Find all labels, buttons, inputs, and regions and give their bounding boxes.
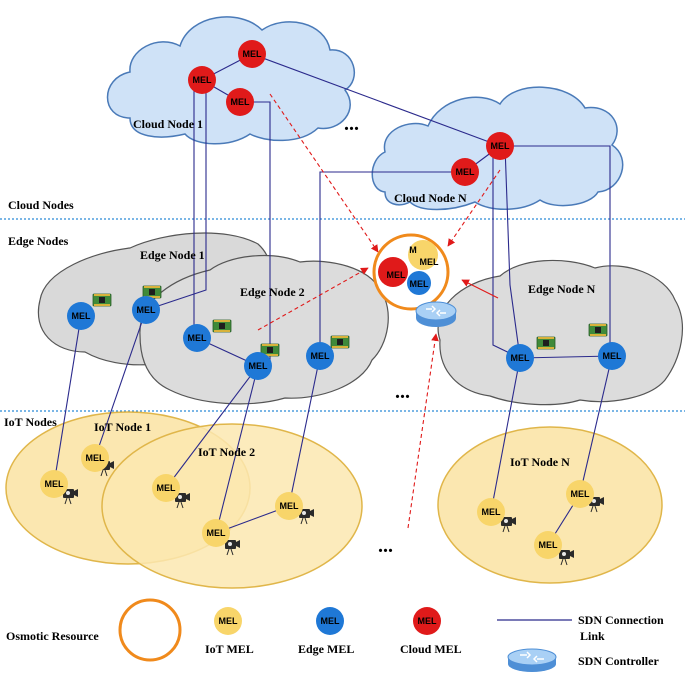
osmotic-partial-label: M: [409, 245, 417, 255]
edge-mel-circle: [598, 342, 626, 370]
edge-mel-circle: [244, 352, 272, 380]
osmotic-migration-arrows: [257, 93, 501, 529]
edge-mel-label-edge-2: MEL: [249, 361, 269, 371]
cloud-mel-label-cloud-n: MEL: [456, 167, 476, 177]
cloud-nodes-layer-label: Cloud Nodes: [8, 198, 74, 212]
cloud-node-1-label: Cloud Node 1: [133, 117, 203, 131]
iot-mel-circle: [152, 474, 180, 502]
osmotic-resource-center: M MEL MEL MEL: [372, 233, 450, 311]
edge-mel-label-edge-1: MEL: [72, 311, 92, 321]
legend-cloud-mel-symbol: [413, 607, 441, 635]
edge-node-2-label: Edge Node 2: [240, 285, 305, 299]
edge-mel-label-edge-n: MEL: [511, 353, 531, 363]
legend-iot-mel-symbol: [214, 607, 242, 635]
legend-edge-mel-inner: MEL: [321, 616, 341, 626]
iot-mel-label-iot-2: MEL: [280, 501, 300, 511]
cloud-mel-circle: [226, 88, 254, 116]
iot-mel-circle: [477, 498, 505, 526]
edge-mel-circle: [306, 342, 334, 370]
cloud-node-1-shape: [106, 16, 355, 145]
edge-mel-circle: [506, 344, 534, 372]
legend-sdn-controller-icon: [507, 648, 557, 672]
legend-edge-mel-label: Edge MEL: [298, 642, 354, 656]
legend-edge-mel-symbol: [316, 607, 344, 635]
edge-mel-label-edge-1: MEL: [137, 305, 157, 315]
cloud-mel-label-cloud-n: MEL: [491, 141, 511, 151]
edge-mel-label-edge-2: MEL: [311, 351, 331, 361]
cloud-mel-circle: [238, 40, 266, 68]
edge-mel-circle: [67, 302, 95, 330]
cloud-ellipsis: ...: [344, 113, 359, 135]
iot-mel-circle: [534, 531, 562, 559]
legend-sdn-controller-label: SDN Controller: [578, 654, 659, 668]
cloud-mel-label-cloud-1: MEL: [231, 97, 251, 107]
iot-mel-label-iot-n: MEL: [571, 489, 591, 499]
legend-iot-mel-label: IoT MEL: [205, 642, 254, 656]
edge-mel-label-edge-n: MEL: [603, 351, 623, 361]
osmotic-edge-mel-label: MEL: [410, 279, 430, 289]
legend: Osmotic Resource MEL IoT MEL MEL Edge ME…: [6, 598, 664, 672]
edge-node-1-label: Edge Node 1: [140, 248, 205, 262]
iot-node-n-label: IoT Node N: [510, 455, 570, 469]
edge-mel-label-edge-2: MEL: [188, 333, 208, 343]
legend-cloud-mel-inner: MEL: [418, 616, 438, 626]
iot-mel-label-iot-1: MEL: [45, 479, 65, 489]
iot-ellipsis: ...: [378, 535, 393, 557]
iot-mel-circle: [566, 480, 594, 508]
iot-nodes-layer-label: IoT Nodes: [4, 415, 57, 429]
iot-mel-label-iot-1: MEL: [86, 453, 106, 463]
iot-mel-label-iot-n: MEL: [482, 507, 502, 517]
cloud-mel-label-cloud-1: MEL: [243, 49, 263, 59]
iot-mel-circle: [202, 519, 230, 547]
edge-ellipsis: ...: [395, 381, 410, 403]
iot-mel-circle: [40, 470, 68, 498]
legend-sdn-link-label-1: SDN Connection: [578, 613, 664, 627]
osmotic-cloud-mel-label: MEL: [387, 270, 407, 280]
legend-sdn-link-label-2: Link: [580, 629, 605, 643]
iot-node-1-label: IoT Node 1: [94, 420, 151, 434]
cloud-mel-circle: [451, 158, 479, 186]
sdn-controller-icon: [415, 301, 457, 327]
cloud-node-n-label: Cloud Node N: [394, 191, 467, 205]
iot-mel-label-iot-2: MEL: [157, 483, 177, 493]
cloud-mel-circle: [188, 66, 216, 94]
cloud-mel-label-cloud-1: MEL: [193, 75, 213, 85]
legend-iot-mel-inner: MEL: [219, 616, 239, 626]
legend-osmotic-symbol: [118, 598, 182, 662]
iot-mel-label-iot-n: MEL: [539, 540, 559, 550]
iot-node-2-label: IoT Node 2: [198, 445, 255, 459]
iot-mel-circle: [81, 444, 109, 472]
iot-node-n-shape: [437, 426, 663, 584]
edge-node-n-label: Edge Node N: [528, 282, 596, 296]
iot-mel-circle: [275, 492, 303, 520]
legend-osmotic-label: Osmotic Resource: [6, 629, 99, 643]
cloud-mel-circle: [486, 132, 514, 160]
osmotic-iot-mel-label: MEL: [420, 257, 440, 267]
edge-nodes-layer-label: Edge Nodes: [8, 234, 69, 248]
edge-mel-circle: [183, 324, 211, 352]
legend-cloud-mel-label: Cloud MEL: [400, 642, 462, 656]
edge-mel-circle: [132, 296, 160, 324]
edge-node-n-shape: [437, 259, 683, 406]
iot-mel-label-iot-2: MEL: [207, 528, 227, 538]
